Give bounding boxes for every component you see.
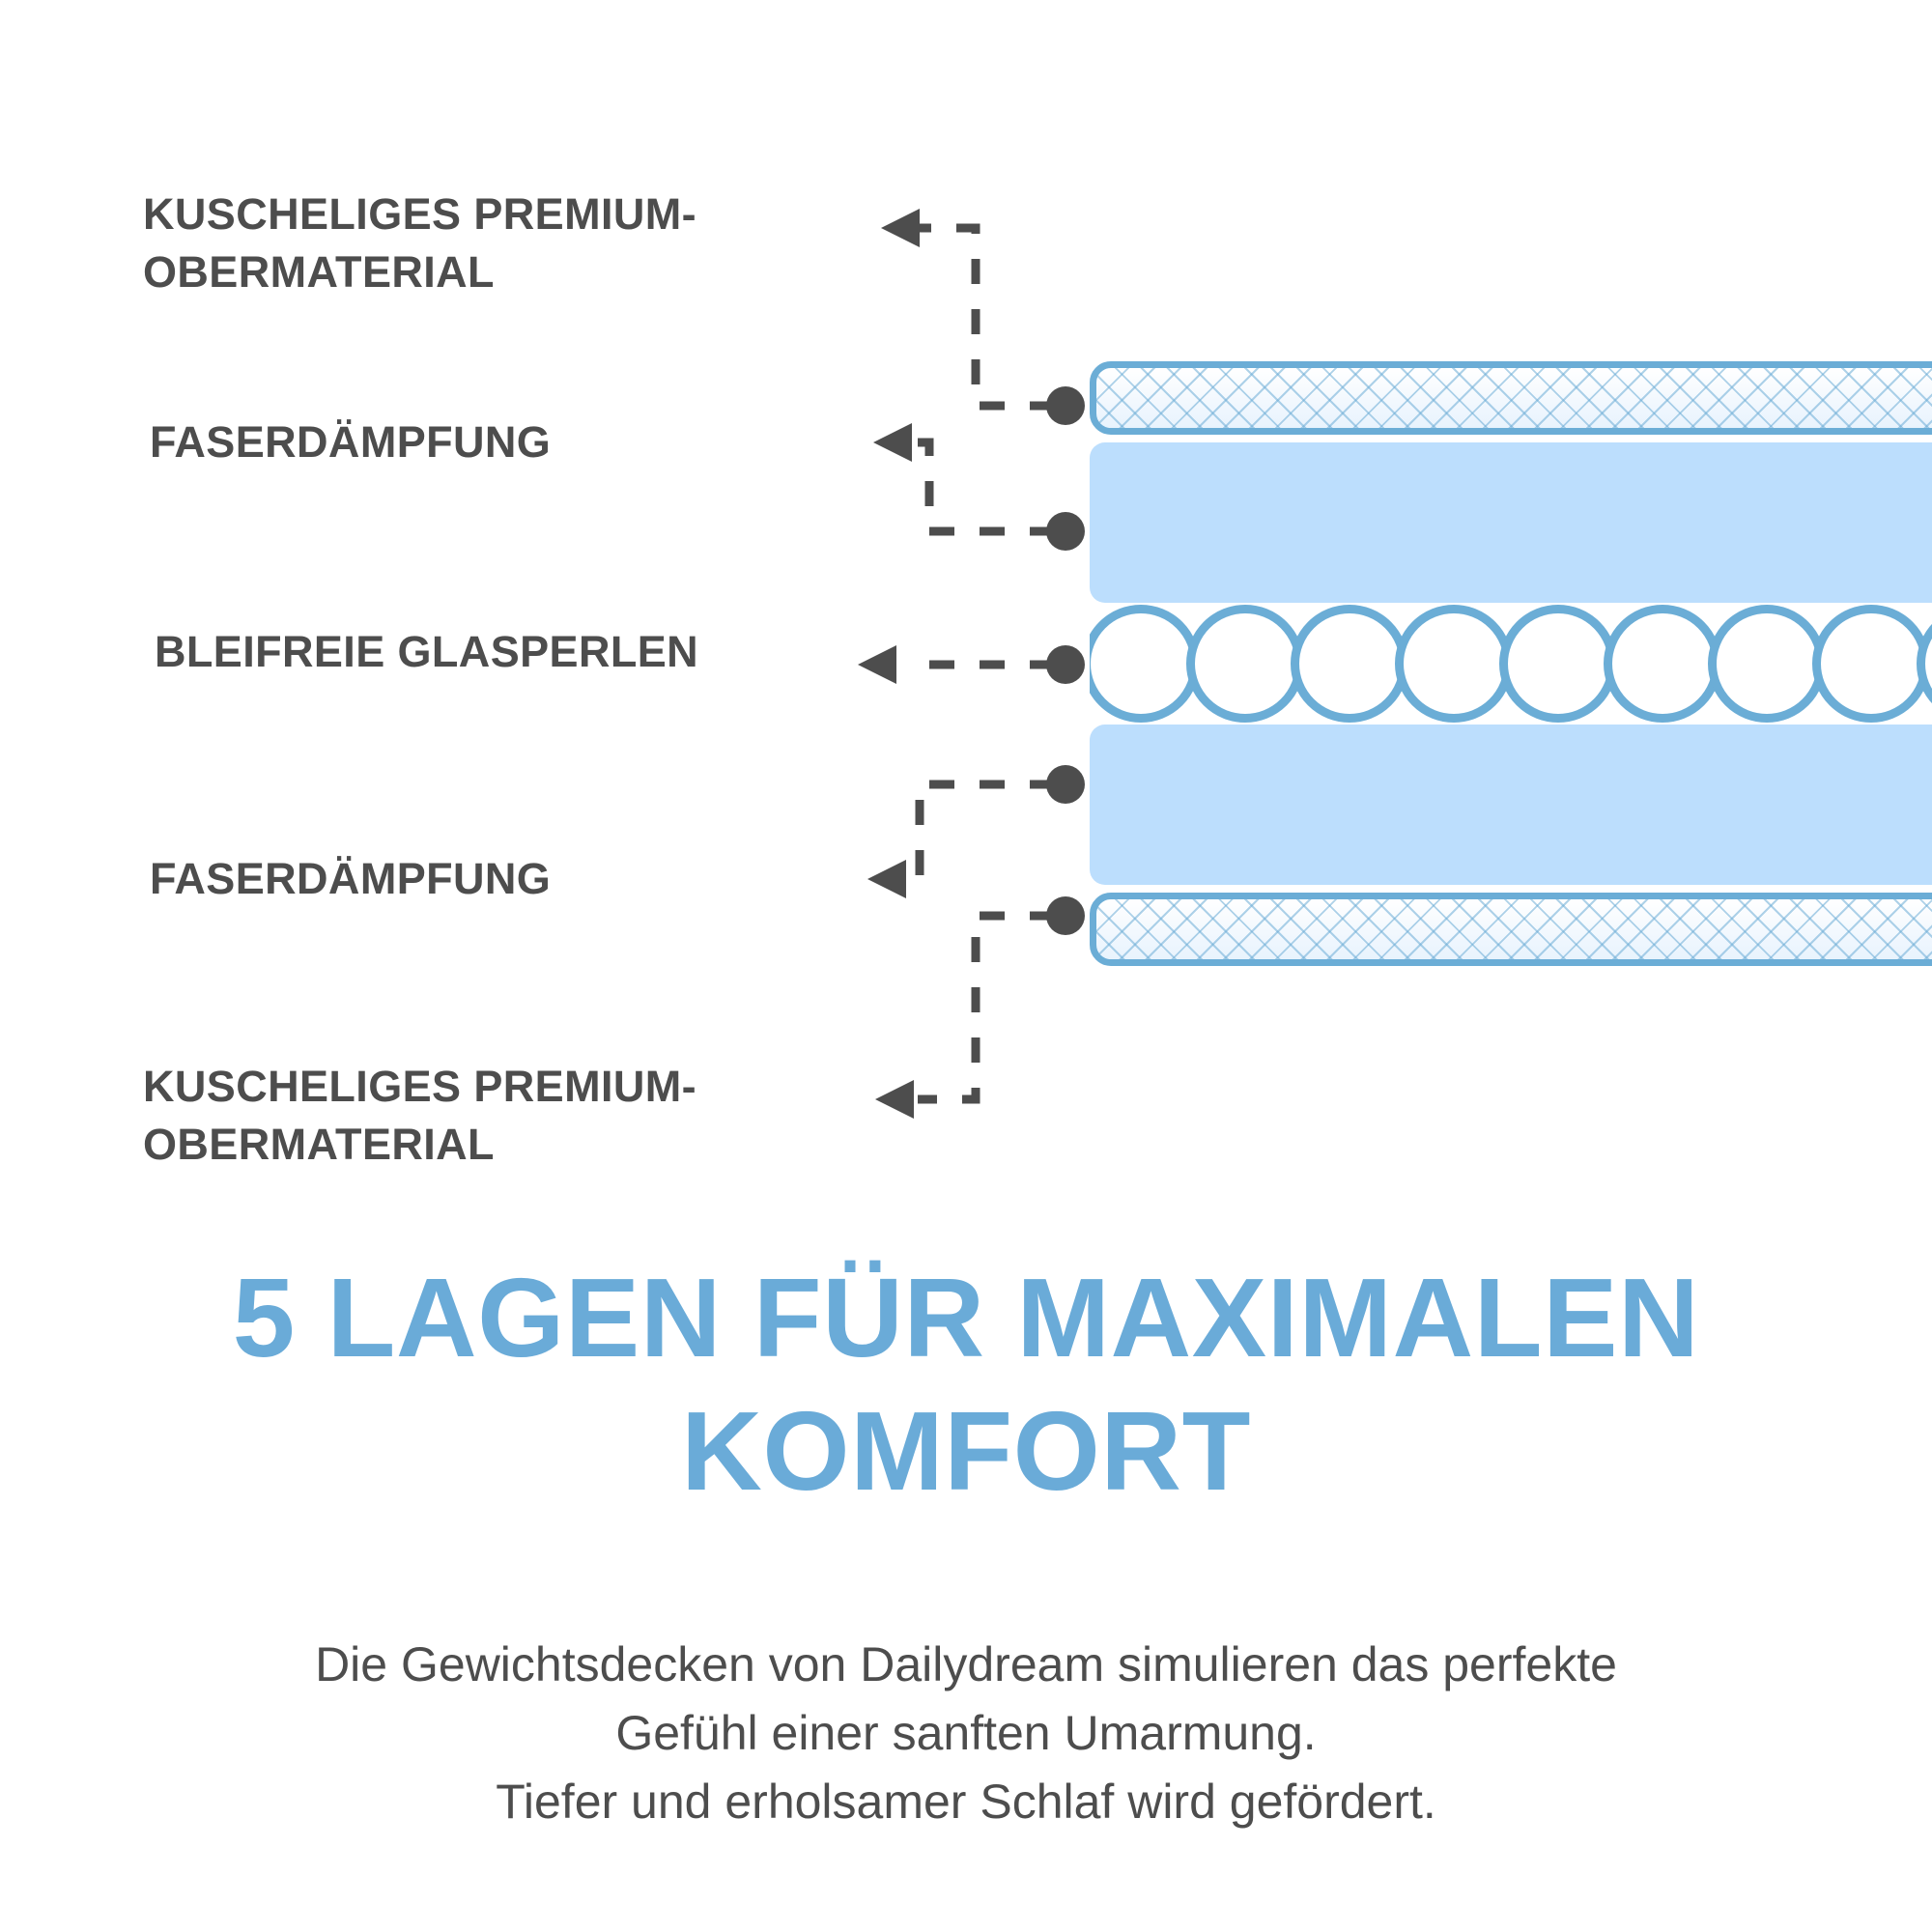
arrowhead-bottom-fibre-damping: [867, 860, 906, 898]
anchor-dot-bottom-premium-cover: [1046, 896, 1085, 935]
glass-bead: [1708, 605, 1826, 723]
arrowhead-top-premium-cover: [881, 209, 920, 247]
layer-label-top-fibre-damping: FASERDÄMPFUNG: [150, 417, 552, 467]
connector-glass-beads: [858, 645, 1085, 684]
layer-label-bottom-premium-cover: KUSCHELIGES PREMIUM- OBERMATERIAL: [143, 1062, 697, 1169]
headline-line-2: KOMFORT: [681, 1388, 1251, 1515]
layer-label-glass-beads: BLEIFREIE GLASPERLEN: [155, 627, 699, 676]
anchor-dot-bottom-fibre-damping: [1046, 765, 1085, 804]
connector-bottom-fibre-damping: [867, 765, 1085, 898]
layer-diagram-section: KUSCHELIGES PREMIUM- OBERMATERIAL FASERD…: [0, 0, 1932, 1227]
glass-bead: [1499, 605, 1617, 723]
body-copy-line-3: Tiefer und erholsamer Schlaf wird geförd…: [496, 1775, 1436, 1829]
body-copy: Die Gewichtsdecken von Dailydream simuli…: [0, 1631, 1932, 1836]
glass-bead: [1812, 605, 1930, 723]
glass-bead: [1604, 605, 1721, 723]
anchor-dot-top-fibre-damping: [1046, 512, 1085, 551]
glass-bead: [1395, 605, 1513, 723]
glass-bead: [1090, 605, 1200, 723]
anchor-dot-top-premium-cover: [1046, 386, 1085, 425]
layer-glass-beads: [1090, 605, 1932, 723]
arrowhead-top-fibre-damping: [873, 423, 912, 462]
arrowhead-bottom-premium-cover: [875, 1080, 914, 1119]
layer-fibre-damping-bottom: [1090, 724, 1932, 885]
glass-bead: [1291, 605, 1408, 723]
layer-premium-cover-top: [1090, 361, 1932, 435]
layer-premium-cover-bottom: [1090, 893, 1932, 966]
glass-bead: [1186, 605, 1304, 723]
material-layer-stack: [1090, 361, 1932, 966]
headline: 5 LAGEN FÜR MAXIMALEN KOMFORT: [0, 1251, 1932, 1518]
connector-top-premium-cover: [881, 209, 1085, 425]
glass-bead: [1917, 605, 1932, 723]
body-copy-line-2: Gefühl einer sanften Umarmung.: [615, 1706, 1317, 1760]
headline-line-1: 5 LAGEN FÜR MAXIMALEN: [232, 1255, 1700, 1380]
layer-fibre-damping-top: [1090, 442, 1932, 603]
layer-label-column: KUSCHELIGES PREMIUM- OBERMATERIAL FASERD…: [0, 0, 869, 1227]
anchor-dot-glass-beads: [1046, 645, 1085, 684]
connector-bottom-premium-cover: [875, 896, 1085, 1119]
layer-label-top-premium-cover: KUSCHELIGES PREMIUM- OBERMATERIAL: [143, 189, 697, 297]
layer-label-bottom-fibre-damping: FASERDÄMPFUNG: [150, 854, 552, 903]
body-copy-line-1: Die Gewichtsdecken von Dailydream simuli…: [315, 1637, 1617, 1691]
connector-top-fibre-damping: [873, 423, 1085, 551]
